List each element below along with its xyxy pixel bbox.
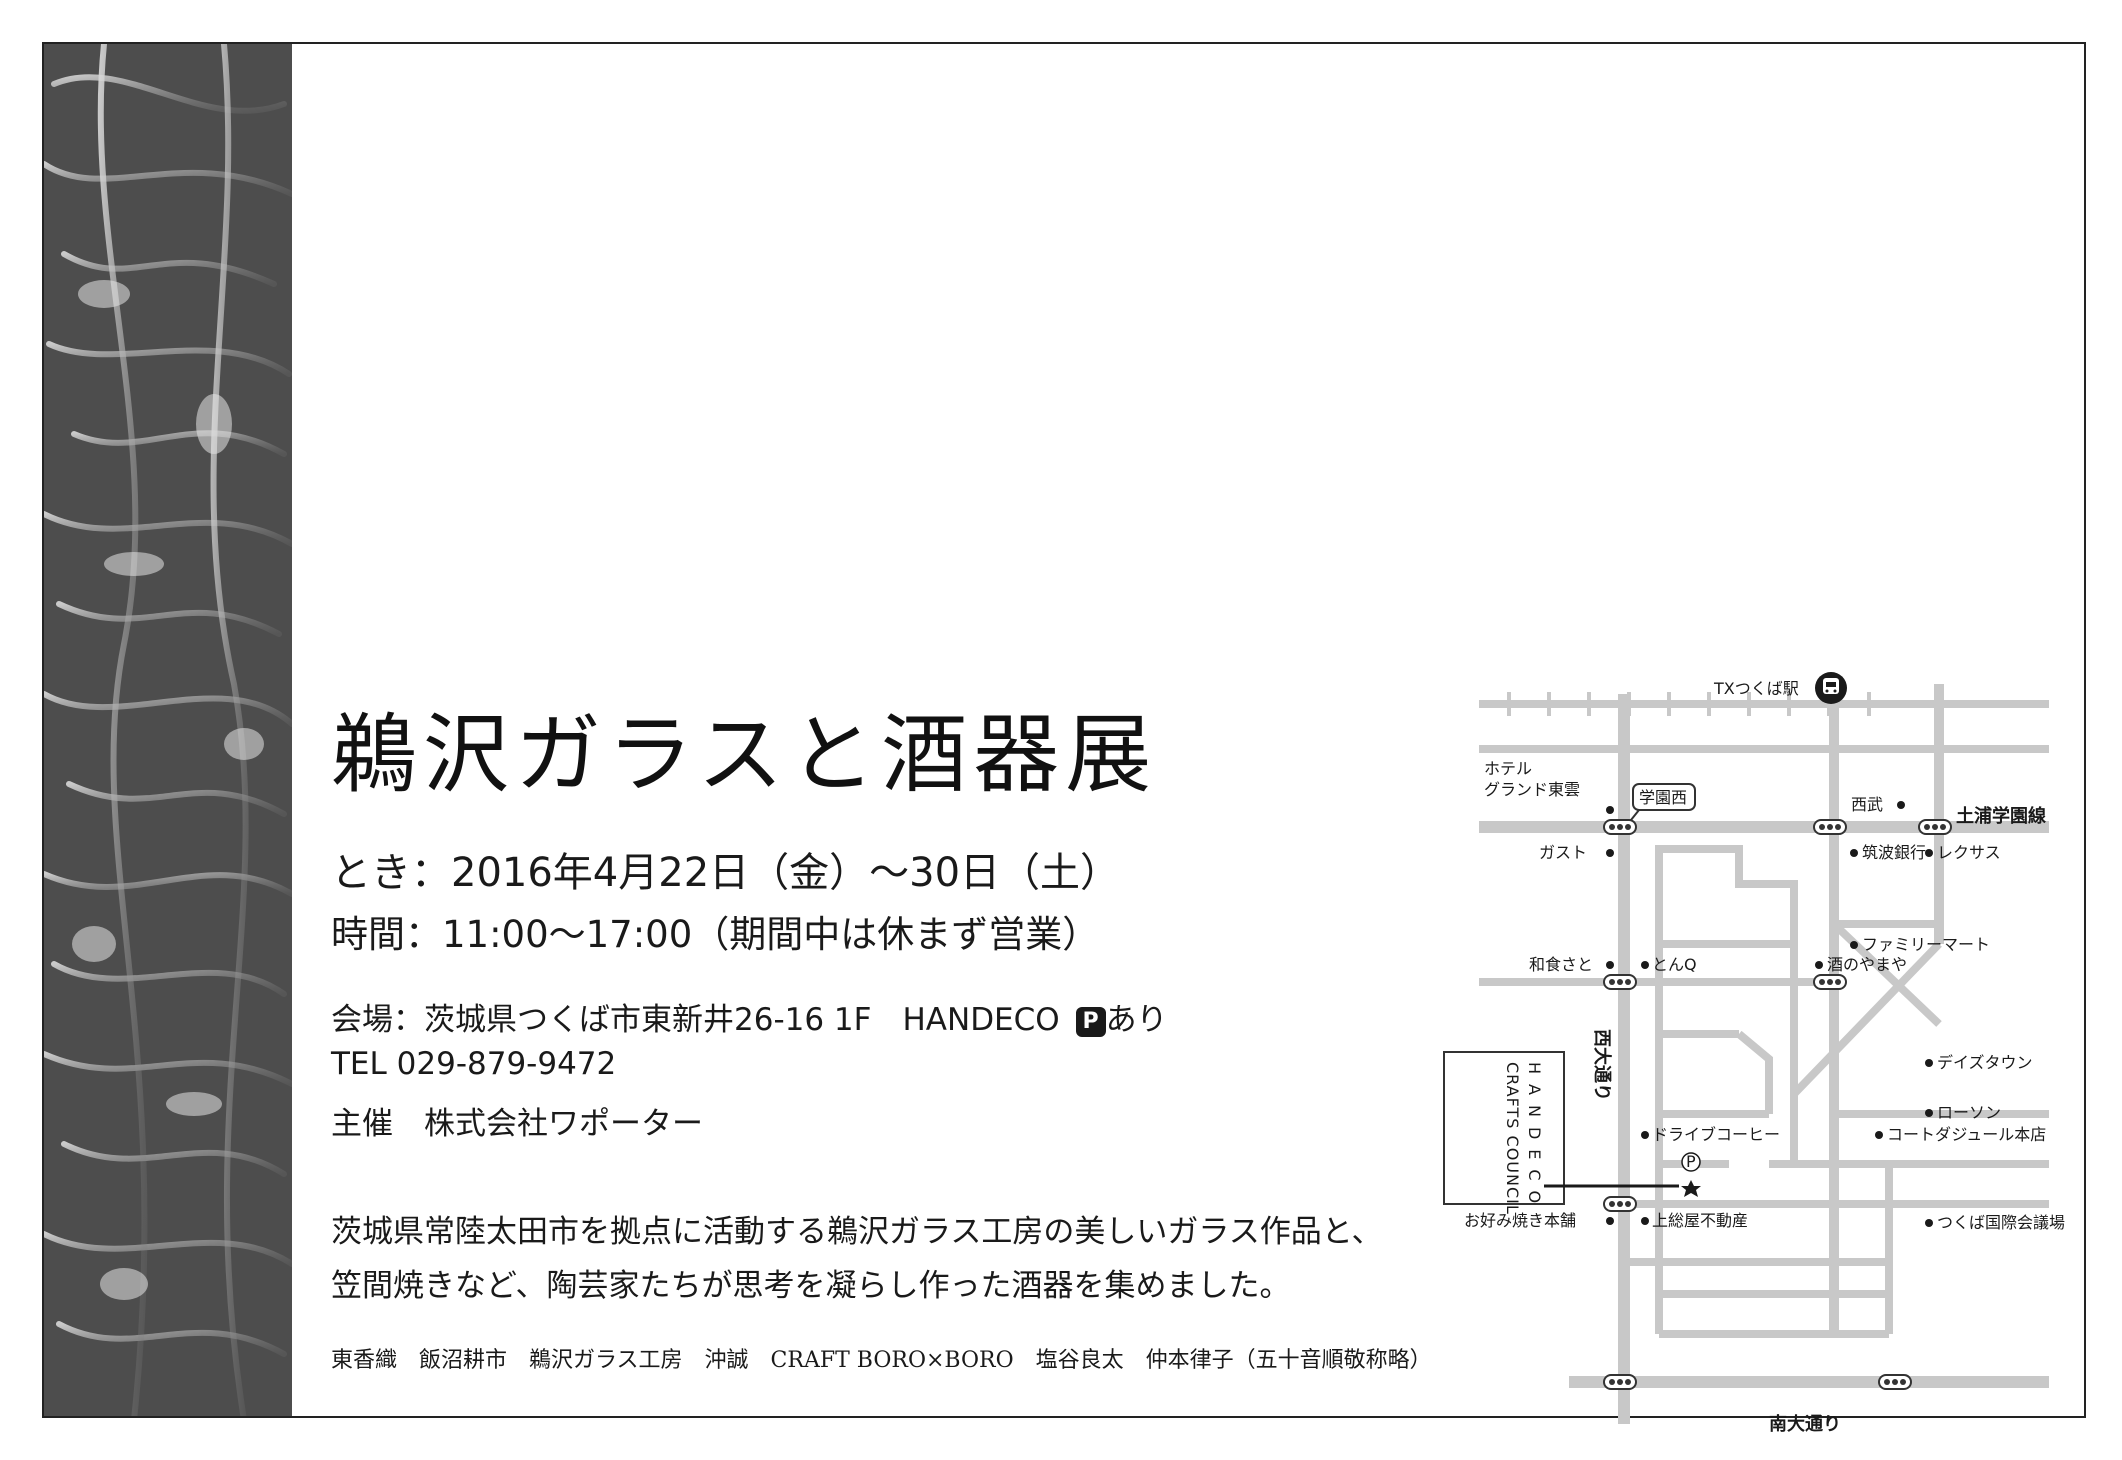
road-label-nishi: 西大通り <box>1591 1029 1613 1101</box>
glass-photo <box>44 44 292 1416</box>
landmark-familymart: ファミリーマート <box>1862 935 1990 954</box>
parking-text: あり <box>1105 1002 1168 1038</box>
parking-icon: P <box>1075 1007 1106 1037</box>
venue-text: 会場：茨城県つくば市東新井26-16 1F HANDECO <box>331 1002 1060 1038</box>
landmark-lexus: レクサス <box>1937 843 2001 862</box>
landmark-washoku: 和食さと <box>1529 955 1593 974</box>
signal-markers <box>1603 819 1952 1390</box>
parking-map-icon: P <box>1681 1152 1701 1172</box>
description-line-2: 笠間焼きなど、陶芸家たちが思考を凝らし作った酒器を集めました。 <box>331 1268 1291 1304</box>
landmark-seibu: 西武 <box>1851 795 1883 814</box>
landmark-daiz: デイズタウン <box>1937 1053 2033 1072</box>
landmark-drive-coffee: ドライブコーヒー <box>1652 1125 1780 1144</box>
landmark-lawson: ローソン <box>1937 1103 2001 1122</box>
access-map: TXつくば駅 土浦学園線 南大通り 西大通り 学園西 ホテル グランド東雲 西武… <box>1443 672 2065 1435</box>
stop-callout: 学園西 <box>1630 783 1696 821</box>
event-phone: TEL 029-879-9472 <box>331 1046 617 1082</box>
svg-text:P: P <box>1686 1152 1696 1171</box>
handeco-logo: HANDECO <box>1525 1062 1544 1213</box>
landmark-kamisoya: 上総屋不動産 <box>1652 1211 1748 1230</box>
landmark-hotel-1: ホテル <box>1484 759 1532 778</box>
train-icon <box>1815 672 1847 704</box>
station-label: TXつくば駅 <box>1713 679 1799 698</box>
destination-star-icon <box>1681 1180 1701 1197</box>
landmarks: ホテル グランド東雲 西武 ガスト 筑波銀行 レクサス ファミリーマート 和食さ… <box>1464 759 2065 1232</box>
landmark-gasuto: ガスト <box>1539 843 1587 862</box>
handeco-sub: CRAFTS COUNCIL <box>1503 1062 1522 1215</box>
street-grid <box>1624 845 2049 1338</box>
stop-label: 学園西 <box>1639 788 1687 807</box>
artists-list: 東香織 飯沼耕市 鵜沢ガラス工房 沖誠 CRAFT BORO×BORO 塩谷良太… <box>331 1348 1432 1373</box>
event-title: 鵜沢ガラスと酒器展 <box>331 705 1158 805</box>
landmark-hotel-2: グランド東雲 <box>1484 780 1580 799</box>
road-label-tsuchiura: 土浦学園線 <box>1956 805 2046 827</box>
landmark-cote: コートダジュール本店 <box>1887 1125 2046 1144</box>
glass-texture-image <box>44 44 292 1416</box>
landmark-okonomi: お好み焼き本舗 <box>1464 1211 1576 1230</box>
event-hours: 時間：11:00〜17:00（期間中は休まず営業） <box>331 913 1100 956</box>
landmark-tsukuba-bank: 筑波銀行 <box>1862 843 1926 862</box>
invitation-card: 鵜沢ガラスと酒器展 とき：2016年4月22日（金）〜30日（土） 時間：11:… <box>42 42 2086 1435</box>
handeco-logo-box: HANDECO CRAFTS COUNCIL <box>1443 1051 1565 1215</box>
road-label-minami: 南大通り <box>1769 1413 1841 1435</box>
svg-text:西大通り: 西大通り <box>1591 1029 1613 1101</box>
landmark-kokusai: つくば国際会議場 <box>1937 1213 2065 1232</box>
description-line-1: 茨城県常陸太田市を拠点に活動する鵜沢ガラス工房の美しいガラス作品と、 <box>331 1214 1383 1250</box>
landmark-sake-yamaya: 酒のやまや <box>1827 955 1907 974</box>
landmark-tonq: とんQ <box>1652 955 1697 974</box>
event-date: とき：2016年4月22日（金）〜30日（土） <box>331 850 1121 896</box>
event-organizer: 主催 株式会社ワポーター <box>331 1106 703 1142</box>
